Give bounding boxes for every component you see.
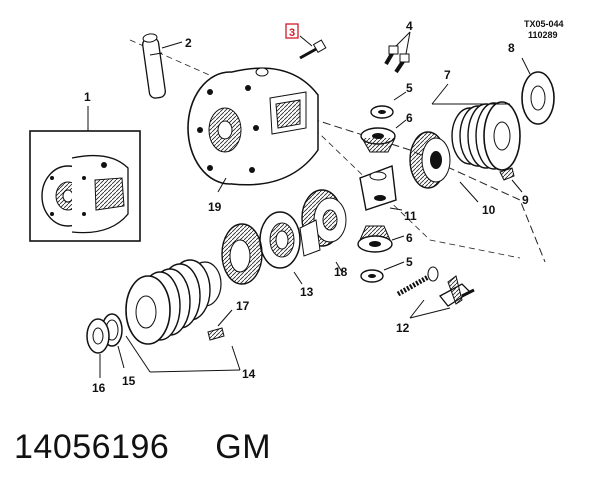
callout-12: 12 [396, 321, 410, 335]
part-8-thrust-washer-right [521, 71, 555, 125]
callout-9: 9 [522, 193, 529, 207]
part-1-assembled-differential [29, 130, 141, 242]
part-2-cross-shaft [142, 33, 166, 99]
part-5-thrust-washer-upper [370, 105, 394, 119]
callout-4: 4 [406, 19, 413, 33]
callout-8: 8 [508, 41, 515, 55]
figure-ref-code: TX05-044 [524, 19, 564, 29]
part-caption: 14056196 GM [14, 428, 317, 467]
callout-15: 15 [122, 374, 136, 388]
callout-6-lower: 6 [406, 231, 413, 245]
part-18-side-gear [299, 189, 347, 257]
figure-ref-number: 110289 [528, 30, 558, 40]
part-6-pinion-gear-lower [357, 225, 393, 253]
callout-16: 16 [92, 381, 106, 395]
part-number: 14056196 [14, 428, 170, 466]
part-7-clutch-pack-right [451, 101, 521, 171]
callout-6-upper: 6 [406, 111, 413, 125]
part-17-key [207, 327, 225, 341]
brand-name: GM [215, 428, 272, 466]
part-9-key [499, 167, 515, 181]
callout-14: 14 [242, 367, 256, 381]
callout-10: 10 [482, 203, 496, 217]
callout-5-upper: 5 [406, 81, 413, 95]
assembly-axis-line [299, 114, 546, 263]
part-3-lock-screw [299, 35, 327, 60]
part-6-pinion-gear-upper [360, 127, 396, 153]
part-11-spacer-block [359, 165, 397, 211]
part-14-clutch-pack-left [125, 223, 263, 345]
callout-19: 19 [208, 200, 222, 214]
exploded-parts-diagram: TX05-044 110289 [29, 19, 564, 395]
part-12-preload-springs [396, 266, 475, 307]
part-4-bolts [384, 31, 411, 74]
part-19-differential-case [187, 67, 319, 186]
part-13-guide-plate [259, 211, 301, 269]
callout-1: 1 [84, 90, 91, 104]
part-16-thrust-washer [86, 318, 110, 354]
part-10-side-gear [409, 131, 451, 189]
callout-18: 18 [334, 265, 348, 279]
part-5-thrust-washer-lower [360, 269, 384, 283]
callout-5-lower: 5 [406, 255, 413, 269]
callout-7: 7 [444, 68, 451, 82]
callout-11: 11 [404, 209, 417, 223]
highlight-box-callout-3 [285, 23, 299, 39]
callout-3: 3 [289, 27, 295, 39]
callout-2: 2 [185, 36, 192, 50]
callout-13: 13 [300, 285, 314, 299]
callout-17: 17 [236, 299, 250, 313]
